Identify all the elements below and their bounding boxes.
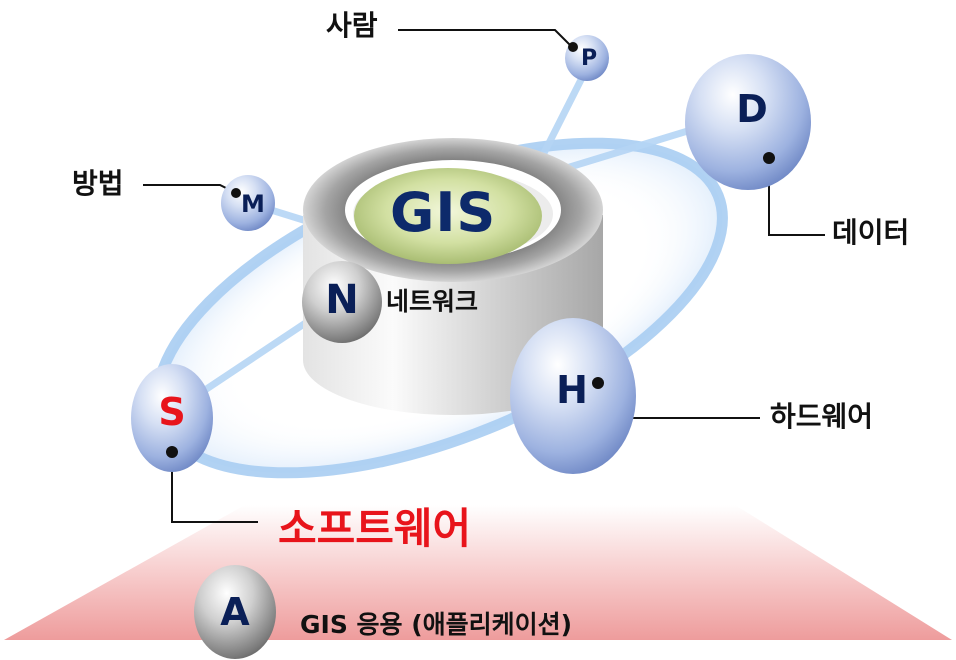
sphere-software (131, 364, 213, 472)
sphere-people (565, 35, 609, 81)
gis-core-disc (354, 168, 542, 264)
data-dot (763, 152, 775, 164)
methods-label: 방법 (72, 167, 124, 200)
hardware-dot (592, 377, 604, 389)
network-letter: N (325, 277, 359, 323)
sphere-data (685, 54, 811, 190)
software-dot (166, 446, 178, 458)
sphere-network (302, 261, 382, 343)
people-leader (398, 29, 573, 48)
software-label: 소프트웨어 (278, 504, 472, 553)
people-dot (568, 42, 578, 52)
network-label: 네트워크 (386, 287, 479, 316)
methods-dot (231, 188, 241, 198)
gis-center-label: GIS (390, 181, 497, 244)
people-letter: P (580, 46, 598, 71)
sphere-methods (221, 175, 275, 231)
sphere-hardware (510, 318, 636, 474)
people-label: 사람 (326, 9, 378, 42)
software-leader (171, 455, 258, 523)
software-letter: S (158, 390, 186, 434)
data-label: 데이터 (832, 216, 910, 249)
hardware-label: 하드웨어 (770, 400, 874, 433)
data-letter: D (736, 87, 768, 131)
application-label: GIS 응용 (애플리케이션) (300, 610, 573, 639)
methods-leader (143, 184, 237, 194)
application-letter: A (220, 590, 250, 634)
methods-letter: M (241, 190, 265, 218)
sphere-application (194, 565, 276, 659)
hardware-letter: H (556, 368, 588, 412)
